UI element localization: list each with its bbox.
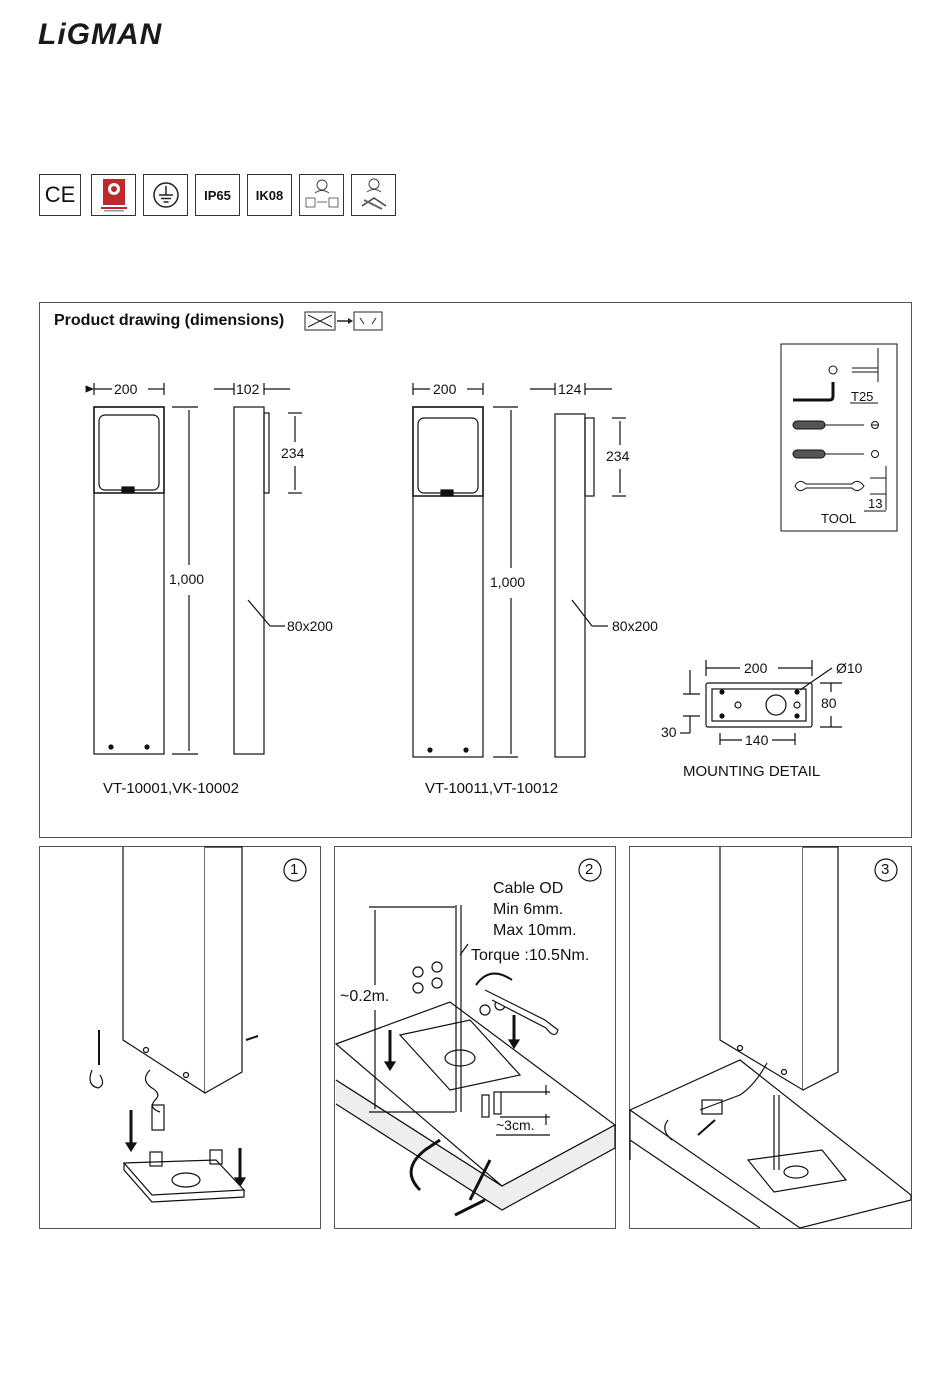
tool-title: TOOL [821,511,856,526]
model-a-caption: VT-10001,VK-10002 [103,780,239,797]
torx-size: T25 [851,389,873,404]
mount-length: 200 [744,660,767,676]
model-b-head: 234 [606,448,629,464]
mount-offset: 30 [661,724,677,740]
model-b-front-view [413,383,518,757]
mounting-title: MOUNTING DETAIL [683,763,820,780]
model-b-depth: 124 [558,381,581,397]
wrench-size: 13 [868,496,882,511]
mount-spacing: 140 [745,732,768,748]
model-b-side-view [530,383,626,757]
model-a-side-view [214,383,302,754]
model-b-caption: VT-10011,VT-10012 [425,780,558,797]
torque-label: Torque :10.5Nm. [471,947,589,965]
step-1-number: 1 [290,861,298,878]
dimension-drawings [0,0,950,840]
model-a-head: 234 [281,445,304,461]
protrude-label: ~3cm. [496,1117,535,1133]
installation-illustrations [0,840,950,1235]
model-a-height: 1,000 [169,571,204,587]
mount-width: 80 [821,695,837,711]
step-1-illustration [90,847,306,1202]
model-b-profile: 80x200 [612,618,658,634]
model-b-width: 200 [433,381,456,397]
depth-label: ~0.2m. [340,988,389,1006]
step-3-number: 3 [881,861,889,878]
cable-min-label: Min 6mm. [493,901,563,919]
model-a-depth: 102 [236,381,259,397]
model-a-width: 200 [114,381,137,397]
step-2-number: 2 [585,861,593,878]
cable-max-label: Max 10mm. [493,922,577,940]
mount-hole: Ø10 [836,660,862,676]
step-2-illustration [336,859,615,1215]
model-a-front-view [94,383,198,754]
model-a-profile: 80x200 [287,618,333,634]
model-b-height: 1,000 [490,574,525,590]
cable-od-label: Cable OD [493,880,563,898]
step-3-illustration [630,847,911,1228]
